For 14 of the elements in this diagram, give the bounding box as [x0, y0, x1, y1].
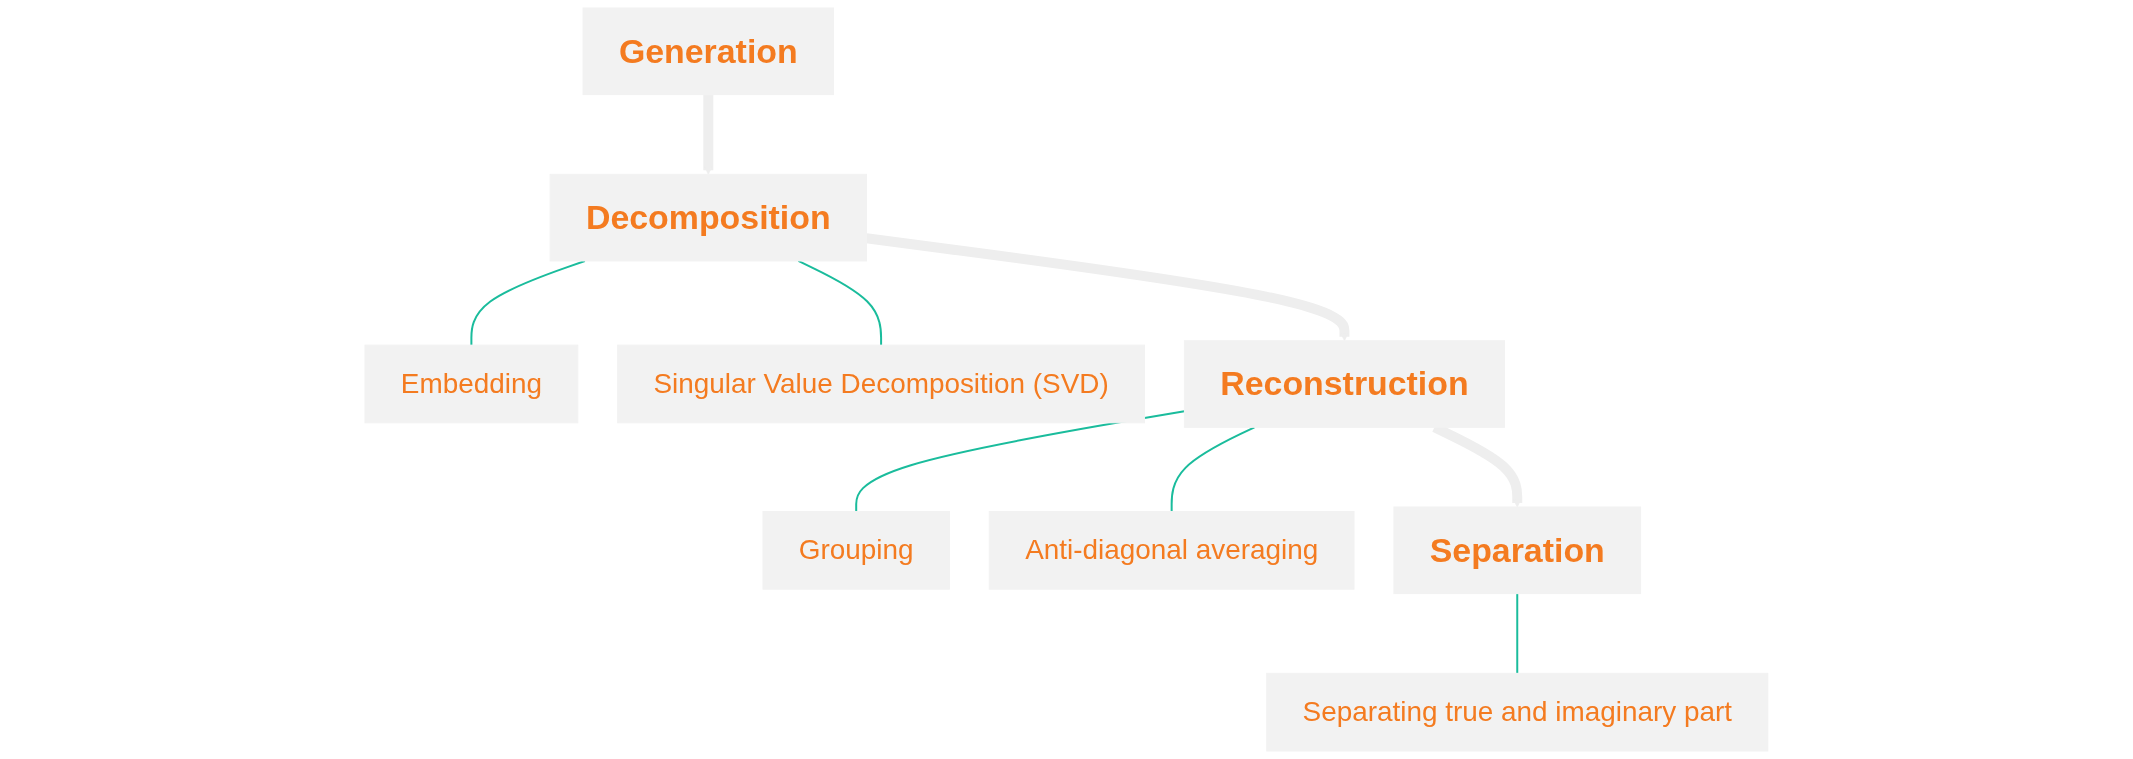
- node-box: Embedding: [364, 344, 579, 424]
- node-box: Singular Value Decomposition (SVD): [617, 344, 1146, 424]
- node-box: Decomposition: [549, 173, 868, 262]
- connector: [1516, 592, 1519, 675]
- connector: [470, 259, 586, 347]
- node-box: Separation: [1393, 506, 1642, 595]
- arrow: [865, 233, 1350, 342]
- node-box: Reconstruction: [1184, 340, 1506, 428]
- connector: [1170, 426, 1256, 513]
- node-box: Grouping: [762, 510, 950, 590]
- connector: [797, 259, 883, 347]
- node-box: Anti-diagonal averaging: [988, 510, 1355, 590]
- connector: [855, 410, 1186, 513]
- node-box: Separating true and imaginary part: [1266, 672, 1769, 752]
